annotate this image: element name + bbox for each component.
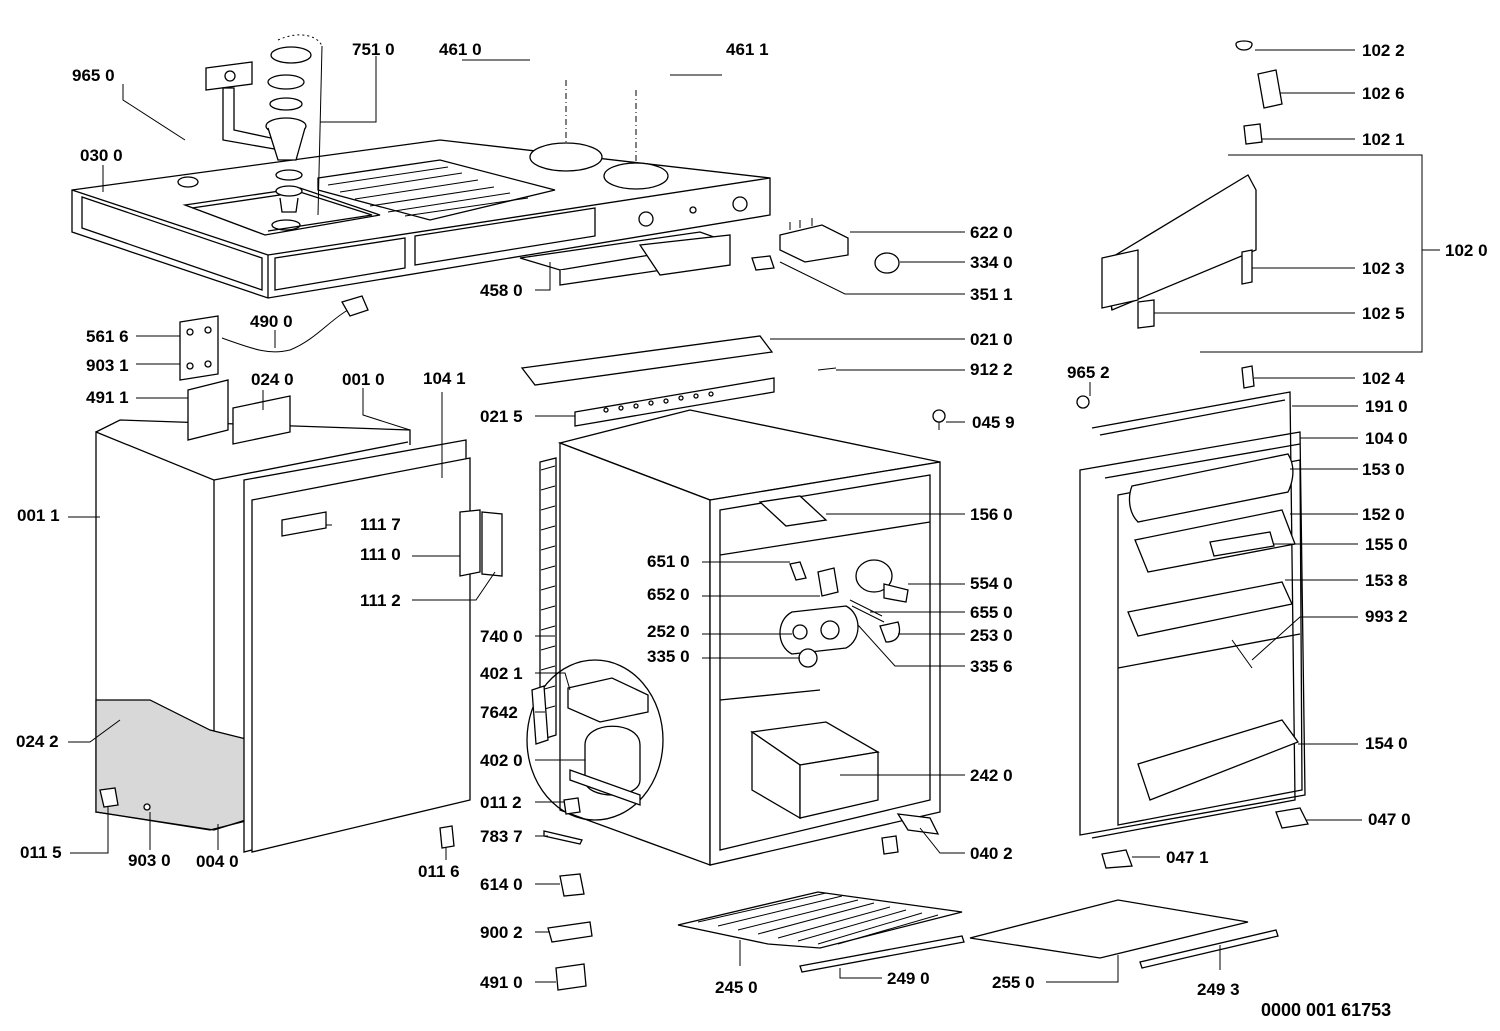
part-label-045-9: 045 9 bbox=[972, 413, 1015, 432]
part-label-783-7: 783 7 bbox=[480, 827, 523, 846]
part-label-903-1: 903 1 bbox=[86, 356, 129, 375]
part-label-402-1: 402 1 bbox=[480, 664, 523, 683]
cooktop-sink-unit bbox=[71, 139, 771, 299]
part-label-001-1: 001 1 bbox=[17, 506, 60, 525]
part-label-993-2: 993 2 bbox=[1365, 607, 1408, 626]
part-label-111-2: 111 2 bbox=[360, 591, 401, 610]
door-assembly bbox=[1076, 40, 1309, 869]
part-label-102-4: 102 4 bbox=[1362, 369, 1405, 388]
part-label-102-1: 102 1 bbox=[1362, 130, 1405, 149]
loose-parts bbox=[543, 797, 593, 991]
part-label-102-5: 102 5 bbox=[1362, 304, 1405, 323]
part-label-153-8: 153 8 bbox=[1365, 571, 1408, 590]
part-label-191-0: 191 0 bbox=[1365, 397, 1408, 416]
part-label-024-2: 024 2 bbox=[16, 732, 59, 751]
part-label-242-0: 242 0 bbox=[970, 766, 1013, 785]
part-label-351-1: 351 1 bbox=[970, 285, 1013, 304]
part-label-334-0: 334 0 bbox=[970, 253, 1013, 272]
part-label-021-5: 021 5 bbox=[480, 407, 523, 426]
fridge-body bbox=[520, 335, 946, 866]
part-label-104-1: 104 1 bbox=[423, 369, 466, 388]
control-parts bbox=[751, 218, 900, 274]
part-label-253-0: 253 0 bbox=[970, 626, 1013, 645]
part-label-040-2: 040 2 bbox=[970, 844, 1013, 863]
part-label-622-0: 622 0 bbox=[970, 223, 1013, 242]
support-rails bbox=[519, 231, 731, 286]
part-label-102-3: 102 3 bbox=[1362, 259, 1405, 278]
part-label-491-1: 491 1 bbox=[86, 388, 129, 407]
sink-drain-parts bbox=[205, 34, 323, 216]
part-label-156-0: 156 0 bbox=[970, 505, 1013, 524]
part-label-249-3: 249 3 bbox=[1197, 980, 1240, 999]
part-label-335-6: 335 6 bbox=[970, 657, 1013, 676]
part-label-024-0: 024 0 bbox=[251, 370, 294, 389]
part-label-153-0: 153 0 bbox=[1362, 460, 1405, 479]
part-label-047-0: 047 0 bbox=[1368, 810, 1411, 829]
part-label-102-6: 102 6 bbox=[1362, 84, 1405, 103]
part-label-461-1: 461 1 bbox=[726, 40, 769, 59]
part-label-740-0: 740 0 bbox=[480, 627, 523, 646]
part-label-651-0: 651 0 bbox=[647, 552, 690, 571]
part-label-751-0: 751 0 bbox=[352, 40, 395, 59]
part-label-011-5: 011 5 bbox=[20, 843, 62, 862]
part-label-252-0: 252 0 bbox=[647, 622, 690, 641]
part-label-461-0: 461 0 bbox=[439, 40, 482, 59]
part-label-004-0: 004 0 bbox=[196, 852, 239, 871]
part-label-245-0: 245 0 bbox=[715, 978, 758, 997]
part-label-111-0: 111 0 bbox=[360, 545, 401, 564]
part-label-011-6: 011 6 bbox=[418, 862, 460, 881]
part-label-104-0: 104 0 bbox=[1365, 429, 1408, 448]
part-label-490-0: 490 0 bbox=[250, 312, 293, 331]
part-label-021-0: 021 0 bbox=[970, 330, 1013, 349]
part-label-102-0: 102 0 bbox=[1445, 241, 1488, 260]
part-label-652-0: 652 0 bbox=[647, 585, 690, 604]
part-label-030-0: 030 0 bbox=[80, 146, 123, 165]
part-label-249-0: 249 0 bbox=[887, 969, 930, 988]
part-label-561-6: 561 6 bbox=[86, 327, 129, 346]
part-label-965-2: 965 2 bbox=[1067, 363, 1110, 382]
part-label-111-7: 111 7 bbox=[360, 515, 401, 534]
part-label-001-0: 001 0 bbox=[342, 370, 385, 389]
part-label-335-0: 335 0 bbox=[647, 647, 690, 666]
part-label-554-0: 554 0 bbox=[970, 574, 1013, 593]
part-label-655-0: 655 0 bbox=[970, 603, 1013, 622]
part-label-7642: 7642 bbox=[480, 703, 518, 722]
part-label-614-0: 614 0 bbox=[480, 875, 523, 894]
part-label-011-2: 011 2 bbox=[480, 793, 522, 812]
part-label-458-0: 458 0 bbox=[480, 281, 523, 300]
part-label-152-0: 152 0 bbox=[1362, 505, 1405, 524]
part-label-255-0: 255 0 bbox=[992, 973, 1035, 992]
part-label-903-0: 903 0 bbox=[128, 851, 171, 870]
part-label-155-0: 155 0 bbox=[1365, 535, 1408, 554]
part-label-402-0: 402 0 bbox=[480, 751, 523, 770]
part-label-912-2: 912 2 bbox=[970, 360, 1013, 379]
part-label-900-2: 900 2 bbox=[480, 923, 523, 942]
part-label-965-0: 965 0 bbox=[72, 66, 115, 85]
part-label-047-1: 047 1 bbox=[1166, 848, 1209, 867]
shelves bbox=[677, 891, 1279, 973]
part-label-491-0: 491 0 bbox=[480, 973, 523, 992]
leader-lines bbox=[68, 49, 1440, 983]
part-label-154-0: 154 0 bbox=[1365, 734, 1408, 753]
part-label-102-2: 102 2 bbox=[1362, 41, 1405, 60]
document-id: 0000 001 61753 bbox=[1261, 1000, 1392, 1020]
